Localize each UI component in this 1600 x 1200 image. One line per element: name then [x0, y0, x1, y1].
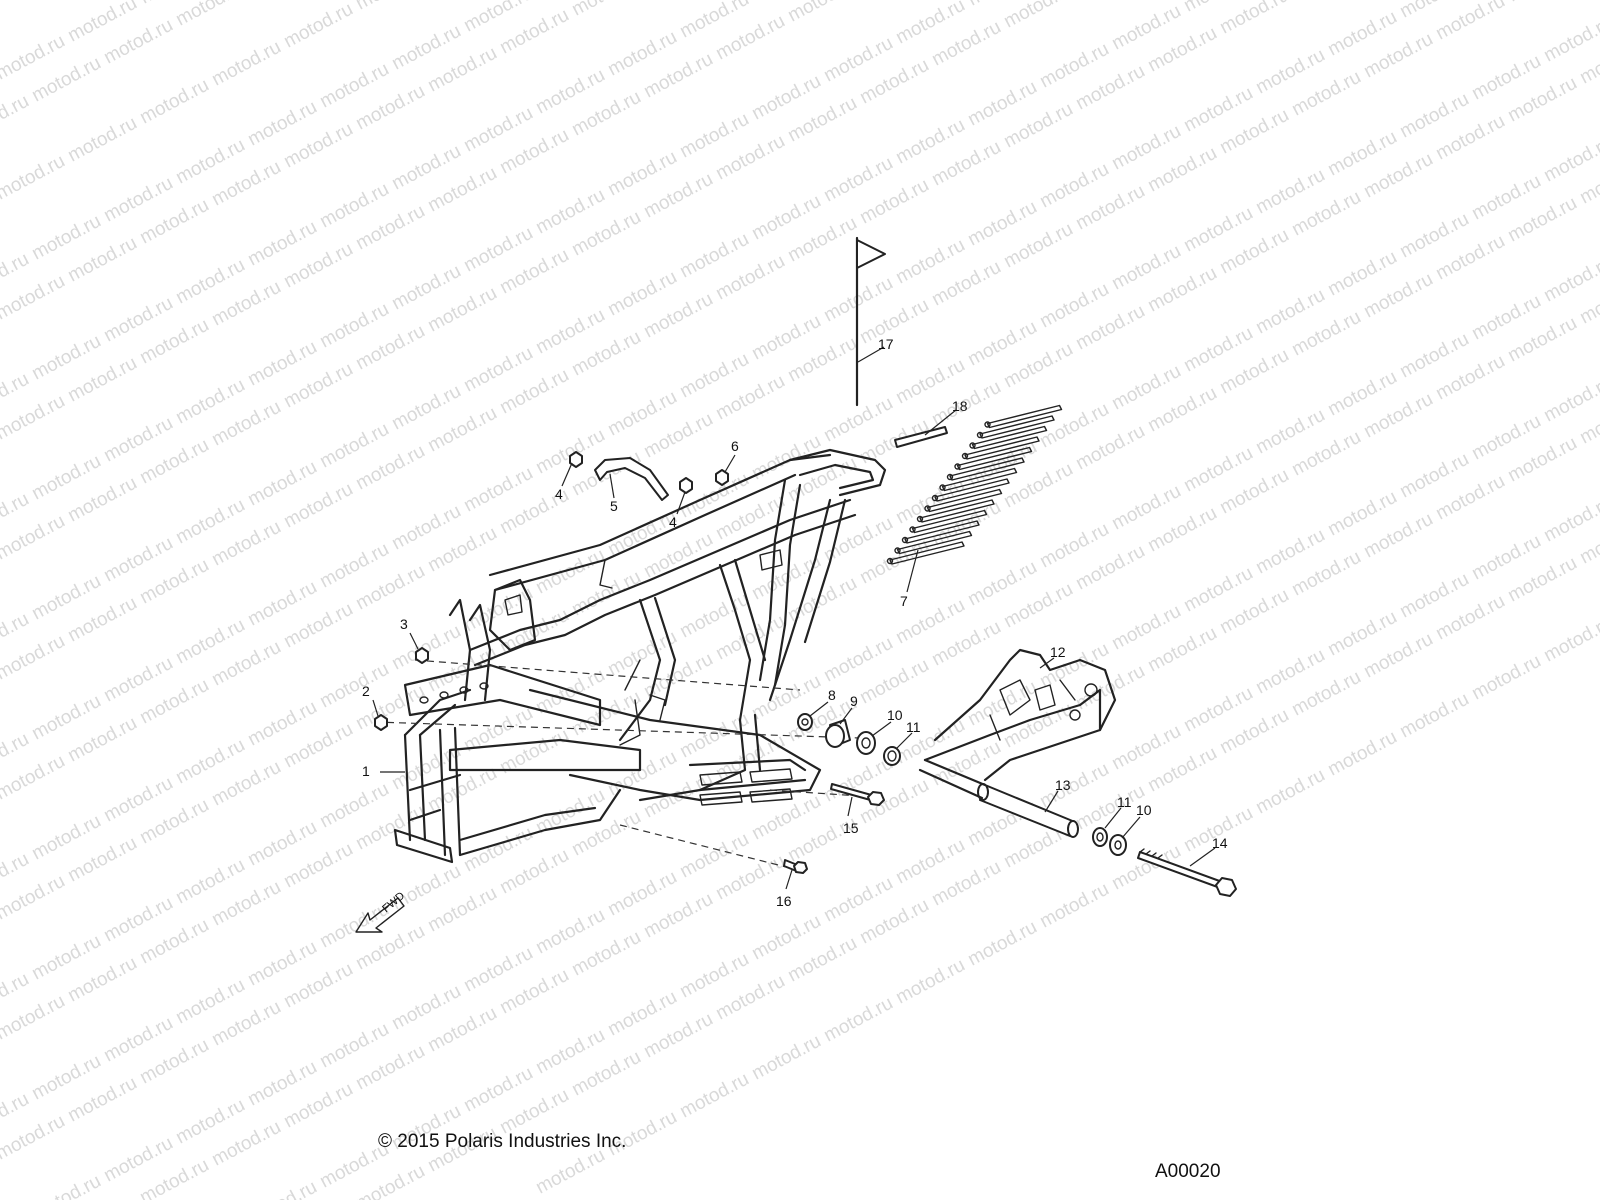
- cable-tie-head: [924, 505, 931, 512]
- cable-tie-head: [946, 473, 954, 481]
- watermark-text: motod.ru: [892, 955, 968, 1009]
- part-15-bolt: [830, 783, 885, 806]
- callout-6: 6: [731, 438, 739, 454]
- watermark-text: motod.ru: [1432, 0, 1508, 44]
- callout-10-upper: 10: [887, 707, 903, 723]
- watermark-text: motod.ru: [1540, 373, 1600, 427]
- part-4-nut-right: [679, 477, 693, 494]
- part-7-cable-ties: [886, 404, 1063, 565]
- callout-1: 1: [362, 763, 370, 779]
- watermark-text: motod.ru: [0, 91, 33, 145]
- part-12-swing-arm: [923, 648, 1117, 782]
- cable-tie-head: [886, 557, 894, 565]
- watermark-text: motod.ru: [28, 1171, 104, 1200]
- callout-12: 12: [1050, 644, 1066, 660]
- callout-5: 5: [610, 498, 618, 514]
- main-frame: [393, 448, 887, 864]
- watermark-text: motod.ru: [1540, 493, 1600, 547]
- callout-17: 17: [878, 336, 894, 352]
- cable-tie-head: [931, 494, 939, 502]
- watermark-text: motod.ru: [1252, 765, 1328, 819]
- part-9-bushing: [825, 719, 851, 748]
- copyright-text: © 2015 Polaris Industries Inc.: [378, 1131, 627, 1152]
- callout-labels: 1 2 3 4 4 5 6 7 8 9 10 10 11 11 12 13 14…: [362, 336, 1228, 909]
- watermark-text: motod.ru: [64, 113, 140, 167]
- callout-11-upper: 11: [906, 719, 921, 735]
- watermark-text: motod.ru: [244, 1177, 320, 1200]
- callout-18: 18: [952, 398, 968, 414]
- watermark-text: motod.ru: [820, 993, 896, 1047]
- cable-tie-head: [984, 421, 991, 428]
- part-17-flag: [855, 236, 886, 407]
- watermark-text: motod.ru: [1540, 253, 1600, 307]
- callout-2: 2: [362, 683, 370, 699]
- callout-3: 3: [400, 616, 408, 632]
- watermark-text: motod.ru: [568, 0, 644, 20]
- part-10-washer-lower: [1109, 834, 1127, 856]
- watermark-text: motod.ru: [1000, 0, 1076, 32]
- watermark-text: motod.ru: [1216, 0, 1292, 38]
- callout-7: 7: [900, 593, 908, 609]
- watermark-text: motod.ru: [1468, 651, 1544, 705]
- cable-tie-head: [916, 515, 924, 523]
- callout-9: 9: [850, 693, 858, 709]
- cable-tie-head: [961, 452, 969, 460]
- cable-tie-head: [939, 484, 946, 491]
- part-16-bolt: [783, 859, 808, 874]
- callout-15: 15: [843, 820, 859, 836]
- cable-tie-head: [894, 547, 901, 554]
- callout-11-lower: 11: [1117, 794, 1132, 810]
- watermark-text: motod.ru: [0, 151, 69, 205]
- watermark-text: motod.ru: [1036, 879, 1112, 933]
- callout-13: 13: [1055, 777, 1071, 793]
- watermark-text: motod.ru: [172, 0, 248, 30]
- cable-tie-head: [909, 526, 916, 533]
- watermark-text: motod.ru: [748, 1031, 824, 1085]
- watermark-text: motod.ru: [1540, 13, 1600, 67]
- watermark-text: motod.ru: [352, 0, 428, 14]
- watermark-text: motod.ru: [964, 917, 1040, 971]
- cable-tie-head: [976, 431, 984, 439]
- cable-tie-head: [954, 463, 961, 470]
- watermark-text: motod.ru: [136, 75, 212, 129]
- cable-tie-head: [969, 442, 976, 449]
- watermark-text: motod.ru: [676, 1069, 752, 1123]
- callout-14: 14: [1212, 835, 1228, 851]
- cable-tie-head: [901, 536, 909, 544]
- part-13-pivot-tube: [918, 758, 1079, 838]
- part-10-washer-upper: [856, 731, 876, 755]
- part-5-bracket: [594, 457, 669, 501]
- watermark-text: motod.ru: [784, 0, 860, 26]
- part-11-bushing-lower: [1092, 827, 1108, 847]
- callout-10-lower: 10: [1136, 802, 1152, 818]
- callout-4-left: 4: [555, 486, 563, 502]
- watermark-text: motod.ru: [1396, 689, 1472, 743]
- part-6-nut: [715, 469, 729, 486]
- watermark-text: motod.ru: [280, 0, 356, 52]
- part-4-nut-left: [569, 451, 583, 468]
- part-2-nut: [374, 714, 388, 731]
- watermark-text: motod.ru: [1540, 133, 1600, 187]
- callout-16: 16: [776, 893, 792, 909]
- callout-4-right: 4: [669, 514, 677, 530]
- part-18-strip: [894, 426, 948, 448]
- part-3-nut: [415, 647, 429, 664]
- diagram-code: A00020: [1155, 1161, 1221, 1182]
- part-11-bushing-upper: [883, 746, 901, 766]
- part-14-bolt: [1137, 848, 1237, 897]
- watermark-text: motod.ru: [1504, 0, 1580, 6]
- watermark-text: motod.ru: [1324, 727, 1400, 781]
- callout-8: 8: [828, 687, 836, 703]
- part-8-washer: [797, 713, 813, 731]
- leader-lines: [372, 346, 1216, 890]
- watermark-text: motod.ru: [1540, 613, 1600, 667]
- watermark-text: motod.ru: [208, 37, 284, 91]
